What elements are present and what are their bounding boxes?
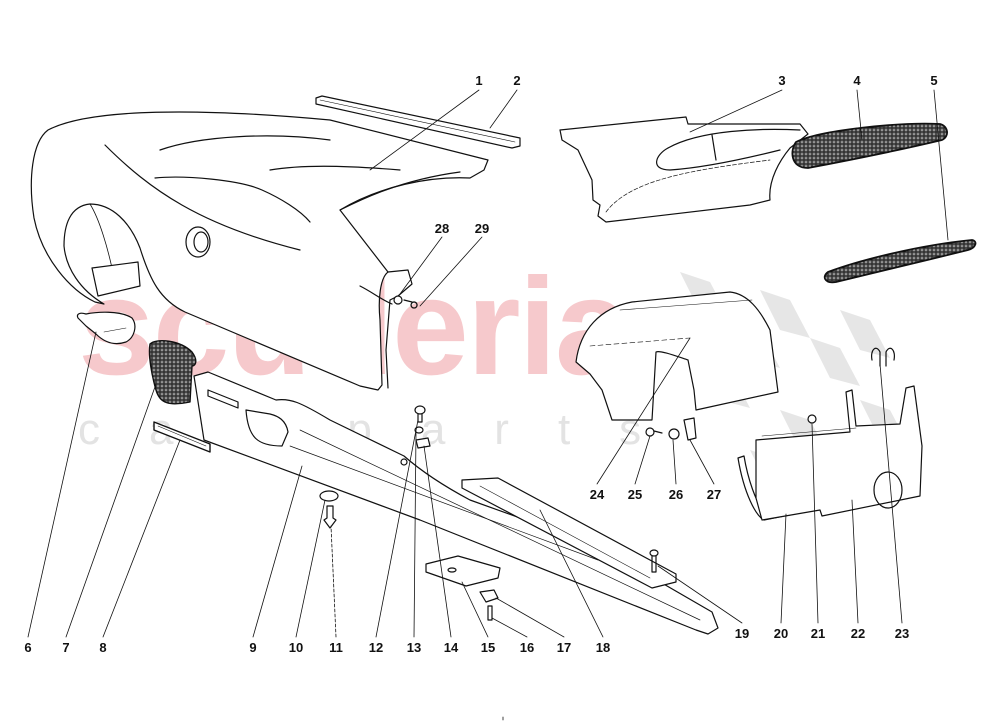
callout-21[interactable]: 21 [810,626,826,641]
callout-19[interactable]: 19 [734,626,750,641]
part-11-screw[interactable] [323,505,337,529]
callout-5[interactable]: 5 [930,73,938,88]
callout-17[interactable]: 17 [556,640,572,655]
callout-8[interactable]: 8 [99,640,107,655]
callout-6[interactable]: 6 [24,640,32,655]
callout-27[interactable]: 27 [706,487,722,502]
callout-15[interactable]: 15 [480,640,496,655]
leader-lines [27,89,949,638]
callout-13[interactable]: 13 [406,640,422,655]
part-28-washer[interactable] [393,295,403,305]
part-7-mesh-insert[interactable] [148,340,197,405]
part-18-inner-sill[interactable] [461,477,677,589]
callout-3[interactable]: 3 [778,73,786,88]
part-26-washer[interactable] [668,428,680,440]
part-17-clip[interactable] [479,589,499,603]
callout-23[interactable]: 23 [894,626,910,641]
part-14-clip[interactable] [415,437,431,449]
callout-20[interactable]: 20 [773,626,789,641]
callout-29[interactable]: 29 [474,221,490,236]
part-2-trim-strip[interactable] [315,95,521,149]
part-24-wheel-arch-liner[interactable] [575,291,779,421]
part-15-plate[interactable] [425,555,501,587]
callout-1[interactable]: 1 [475,73,483,88]
callout-12[interactable]: 12 [368,640,384,655]
callout-9[interactable]: 9 [249,640,257,655]
part-19-bolt[interactable] [649,549,659,573]
callout-10[interactable]: 10 [288,640,304,655]
callout-4[interactable]: 4 [853,73,861,88]
callout-24[interactable]: 24 [589,487,605,502]
callout-28[interactable]: 28 [434,221,450,236]
part-8-badge[interactable] [153,421,211,453]
part-29-screw[interactable] [403,299,418,309]
part-3-side-panel[interactable] [559,116,809,223]
part-5-slim-grille[interactable] [823,239,977,284]
callout-22[interactable]: 22 [850,626,866,641]
callout-7[interactable]: 7 [62,640,70,655]
part-1-fender-panel[interactable] [30,111,489,391]
part-13-washer[interactable] [414,426,424,434]
part-21-fastener[interactable] [807,414,817,424]
callout-18[interactable]: 18 [595,640,611,655]
callout-25[interactable]: 25 [627,487,643,502]
part-22-inner-panel[interactable] [755,385,923,521]
part-4-grille-mesh[interactable] [791,122,948,169]
callout-26[interactable]: 26 [668,487,684,502]
callout-11[interactable]: 11 [329,640,343,655]
callout-16[interactable]: 16 [519,640,535,655]
callout-2[interactable]: 2 [513,73,521,88]
part-25-bolt[interactable] [645,427,663,437]
part-23-u-clip[interactable] [871,347,895,367]
part-6-side-marker-light[interactable] [76,311,136,345]
part-16-screw[interactable] [487,605,493,621]
part-10-grommet[interactable] [319,490,339,502]
callout-14[interactable]: 14 [443,640,459,655]
part-12-bolt[interactable] [414,405,426,423]
part-27-clip[interactable] [683,417,697,441]
